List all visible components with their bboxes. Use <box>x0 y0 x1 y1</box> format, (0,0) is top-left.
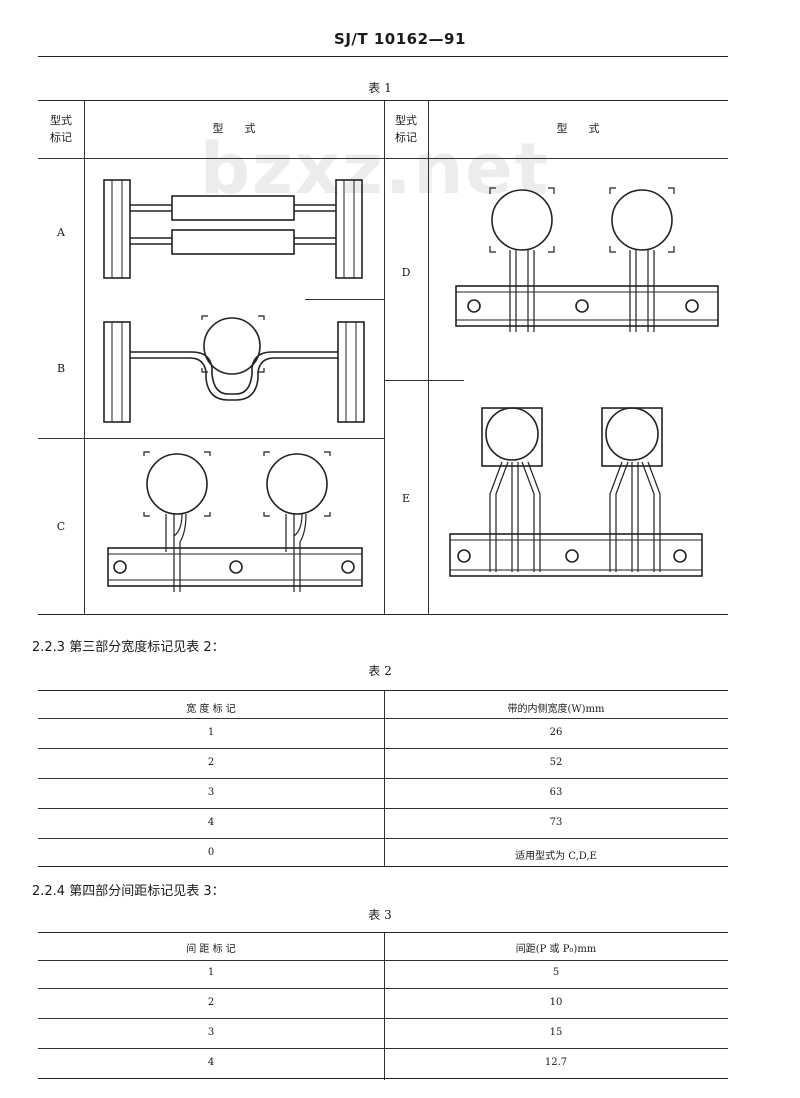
table3-row4-mark: 4 <box>207 1057 215 1068</box>
table2-row3-mark: 3 <box>207 787 215 798</box>
table1-header-mark-left: 型式 标记 <box>50 114 72 144</box>
form-e-tape-drawing <box>449 407 703 577</box>
table2-row1-mark: 1 <box>207 727 215 738</box>
table3-header-rule <box>38 960 728 961</box>
table3-row2-pitch: 10 <box>549 997 563 1008</box>
table2-row2-mark: 2 <box>207 757 215 768</box>
table3-row1-mark: 1 <box>207 967 215 978</box>
table2-header-rule <box>38 718 728 719</box>
table1-bottom-rule <box>38 614 728 615</box>
form-b-radial-reel-drawing <box>103 315 365 423</box>
table2-row4-width: 73 <box>549 817 563 828</box>
table2-row-rule <box>38 748 728 749</box>
section-2-2-4: 2.2.4 第四部分间距标记见表 3： <box>32 884 225 899</box>
table2-row-rule <box>38 838 728 839</box>
table2-bottom-rule <box>38 866 728 867</box>
table2-row-rule <box>38 808 728 809</box>
table2-row-rule <box>38 778 728 779</box>
table1-col-divider-3 <box>428 100 429 614</box>
form-c-tape-drawing <box>107 451 363 592</box>
table1-header-form-right: 型 式 <box>556 122 600 135</box>
table1-caption: 表 1 <box>368 81 392 95</box>
table3-header-mark: 间 距 标 记 <box>186 944 236 955</box>
table1-col-divider-1 <box>84 100 85 614</box>
table2-row3-width: 63 <box>549 787 563 798</box>
table1-header-rule <box>38 158 728 159</box>
table2-row2-width: 52 <box>549 757 563 768</box>
table1-row-rule-bc <box>38 438 384 439</box>
table3-row2-mark: 2 <box>207 997 215 1008</box>
table2-header-width: 带的内侧宽度(W)mm <box>507 704 605 715</box>
standard-code-header: SJ/T 10162—91 <box>334 30 466 48</box>
table1-row-rule-ab <box>305 299 384 300</box>
table3-row4-pitch: 12.7 <box>544 1057 568 1068</box>
row-mark-c: C <box>56 520 66 533</box>
row-mark-b: B <box>56 362 66 375</box>
row-mark-d: D <box>401 266 411 279</box>
table1-row-rule-de <box>384 380 464 381</box>
table2-row1-width: 26 <box>549 727 563 738</box>
table3-header-pitch: 间距(P 或 P₀)mm <box>515 944 597 955</box>
table3-top-rule <box>38 932 728 933</box>
table2-row5-mark: 0 <box>207 847 215 858</box>
table2-row5-width: 适用型式为 C,D,E <box>515 851 597 862</box>
table3-row1-pitch: 5 <box>552 967 560 978</box>
table3-row-rule <box>38 1018 728 1019</box>
form-d-tape-drawing <box>455 187 719 332</box>
row-mark-e: E <box>401 492 411 505</box>
table3-row-rule <box>38 1048 728 1049</box>
table3-row3-mark: 3 <box>207 1027 215 1038</box>
table3-row-rule <box>38 988 728 989</box>
table3-row3-pitch: 15 <box>549 1027 563 1038</box>
table1-top-rule <box>38 100 728 101</box>
header-rule <box>38 56 728 57</box>
table2-row4-mark: 4 <box>207 817 215 828</box>
table3-bottom-rule <box>38 1078 728 1079</box>
table3-col-divider <box>384 932 385 1080</box>
table2-caption: 表 2 <box>368 664 392 678</box>
table1-col-divider-2 <box>384 100 385 614</box>
table1-header-mark-right: 型式 标记 <box>395 114 417 144</box>
form-a-axial-drawing <box>103 179 363 279</box>
table1-header-form-left: 型 式 <box>212 122 256 135</box>
table2-header-mark: 宽 度 标 记 <box>186 704 236 715</box>
row-mark-a: A <box>57 226 65 239</box>
table2-top-rule <box>38 690 728 691</box>
table3-caption: 表 3 <box>368 908 392 922</box>
section-2-2-3: 2.2.3 第三部分宽度标记见表 2： <box>32 640 225 655</box>
